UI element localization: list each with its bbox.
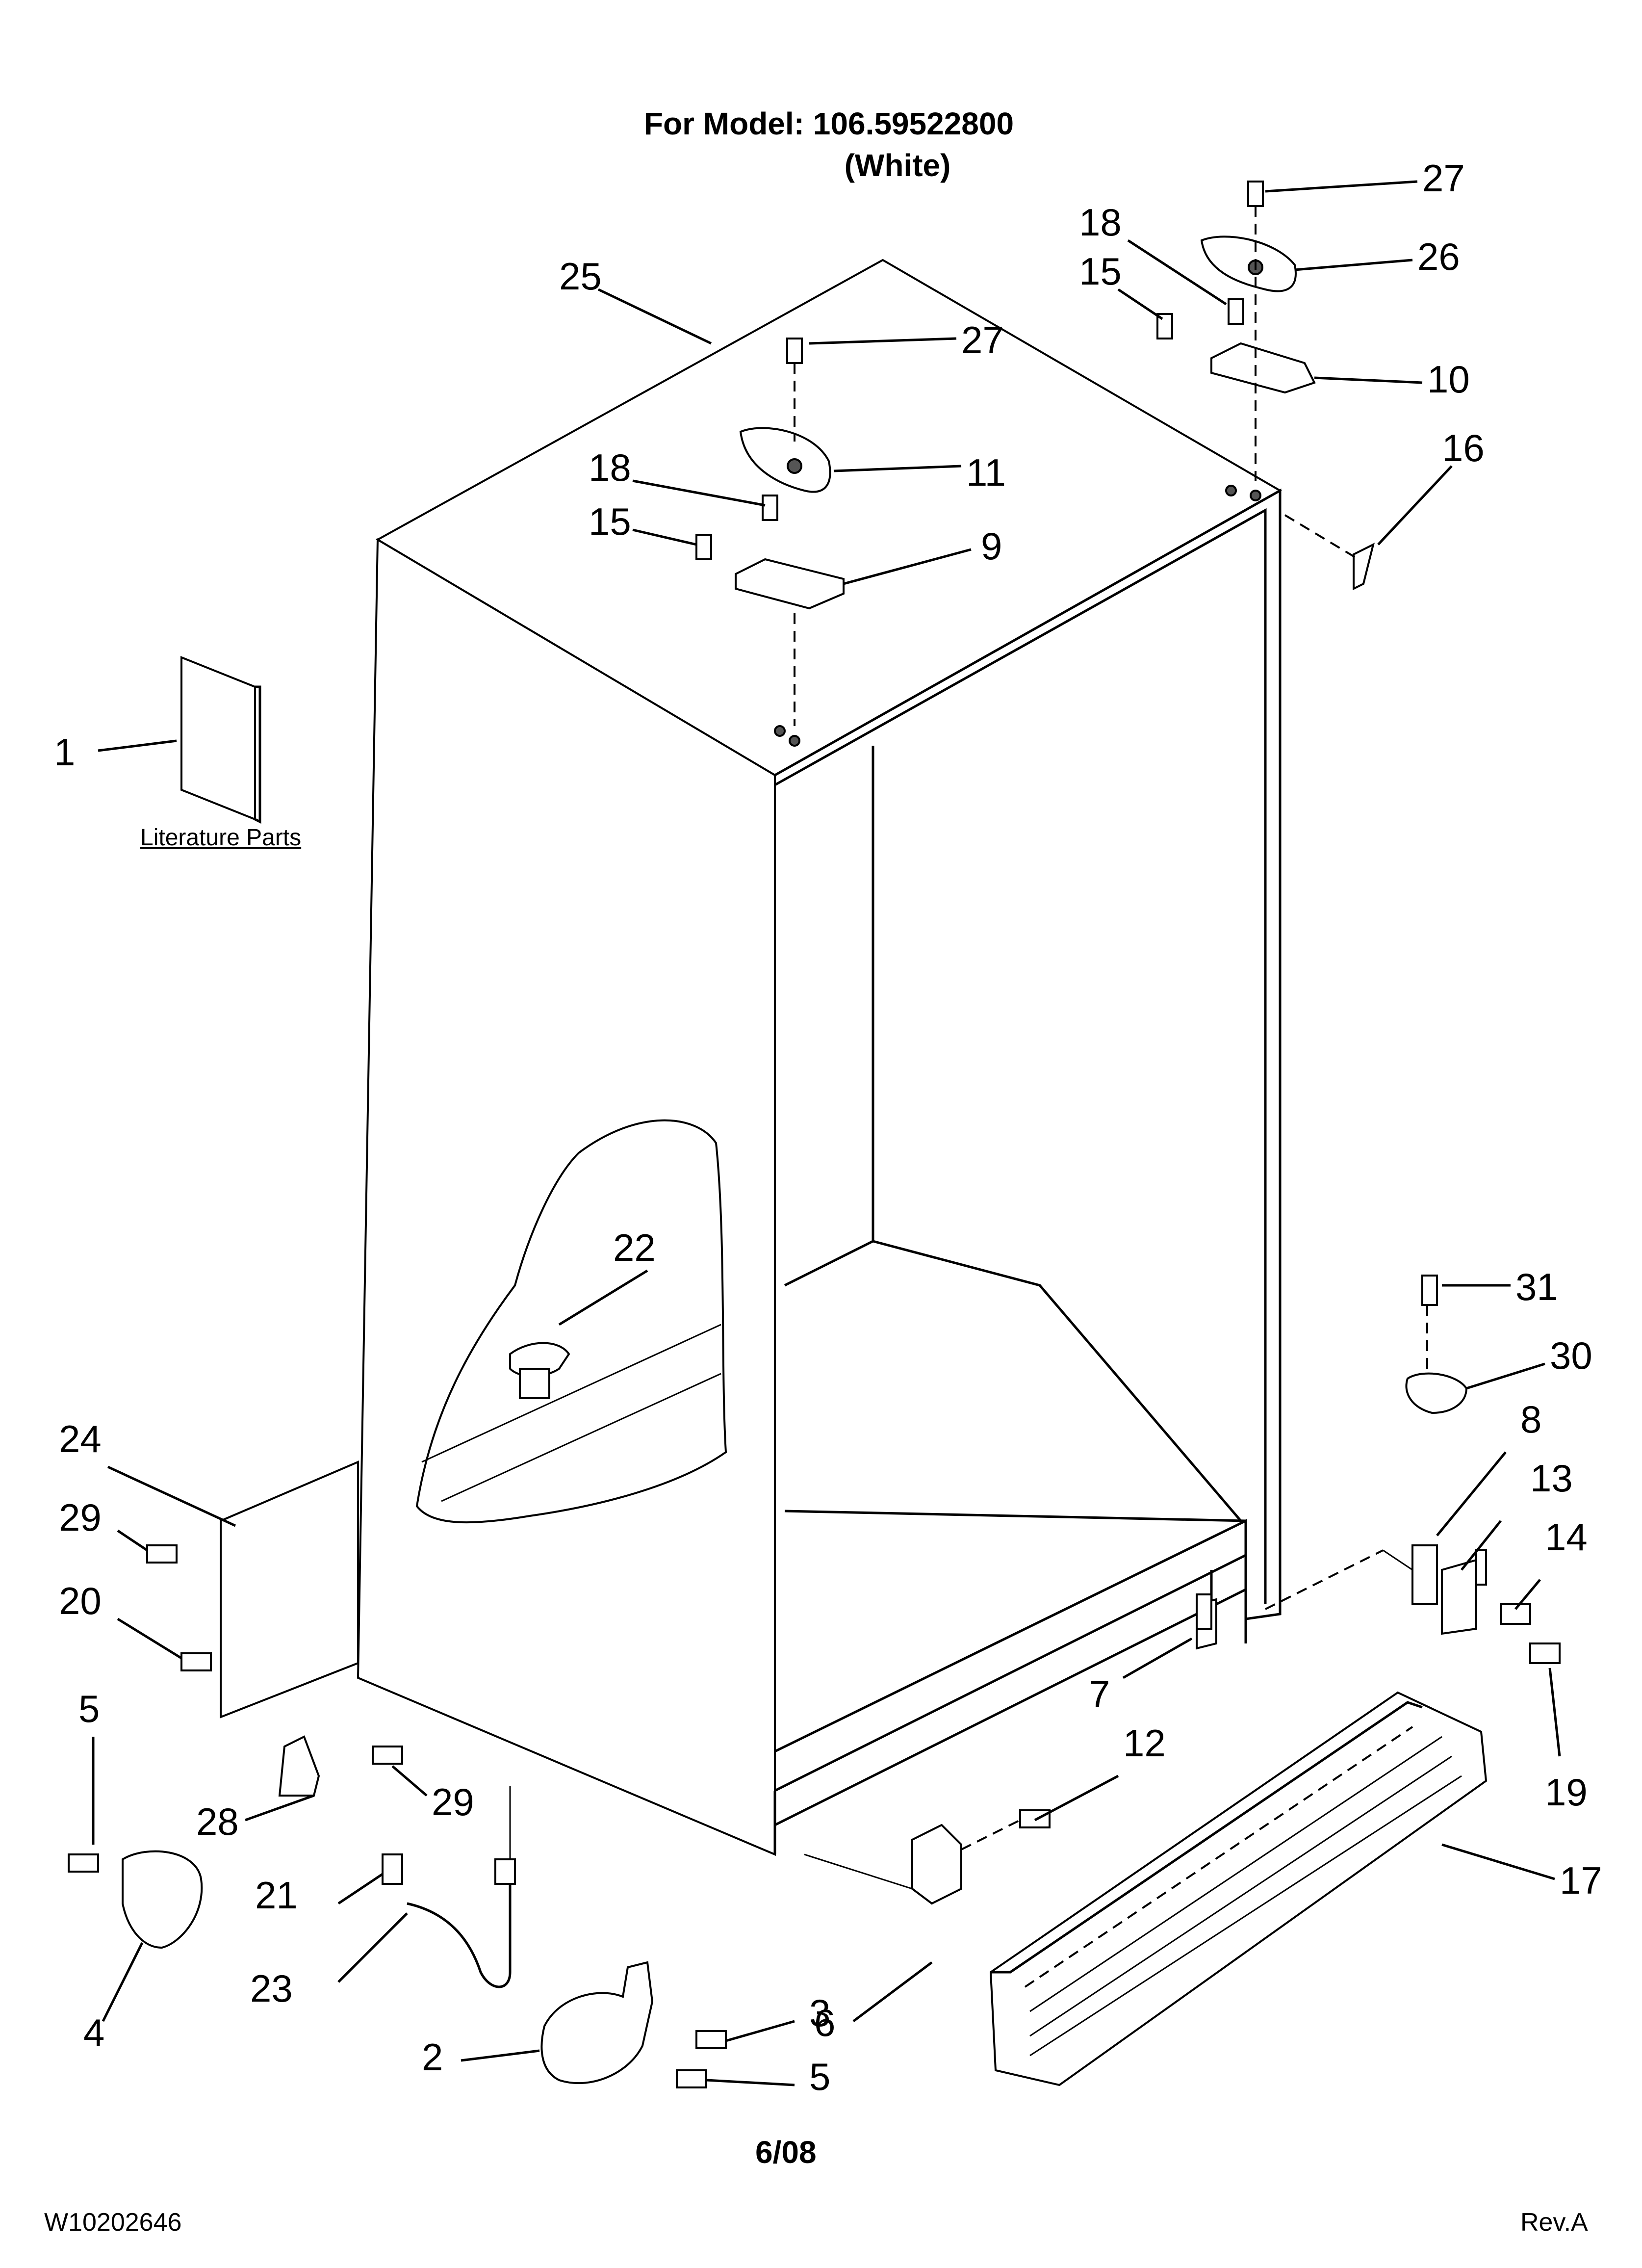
callout-11: 12 (1123, 1721, 1166, 1765)
callout-12: 11 (966, 451, 1006, 494)
callout-25: 25 (559, 255, 602, 298)
callout-22: 22 (613, 1226, 656, 1269)
callout-13: 13 (1530, 1457, 1573, 1500)
callout-8: 8 (1520, 1398, 1541, 1441)
left-top-hinge (695, 338, 845, 747)
right-bottom-brackets (1196, 1275, 1561, 1664)
literature-booklet (180, 656, 261, 824)
callout-15b: 15 (1079, 250, 1122, 293)
callout-27a: 27 (961, 318, 1004, 362)
callout-10: 10 (1427, 358, 1470, 401)
callout-21: 21 (255, 1874, 298, 1917)
model-title: For Model: 106.59522800 (643, 106, 1014, 141)
leader-lines (92, 180, 1561, 2086)
toe-grille (989, 1691, 1488, 2086)
color-subtitle: (White) (844, 148, 951, 183)
callout-17: 17 (1560, 1859, 1602, 1902)
literature-parts-label: Literature Parts (140, 825, 302, 851)
callout-5b: 5 (809, 2055, 830, 2098)
revision: Rev.A (1520, 2208, 1588, 2237)
callout-2: 2 (422, 2035, 443, 2079)
callout-20: 20 (59, 1579, 102, 1622)
callout-15a: 15 (589, 500, 631, 543)
callout-1: 1 (54, 730, 75, 774)
callout-19: 19 (1545, 1771, 1588, 1814)
callout-29b: 29 (432, 1780, 474, 1824)
callout-labels: 25 27 11 18 15 9 27 26 18 15 10 16 1 22 … (54, 156, 1602, 2098)
callout-29a: 29 (59, 1496, 102, 1539)
bottom-left-parts (68, 1342, 1212, 2088)
callout-16: 16 (1442, 426, 1485, 469)
callout-18b: 18 (1079, 201, 1122, 244)
doc-number: W10202646 (44, 2208, 182, 2237)
callout-31: 31 (1515, 1265, 1558, 1308)
callout-9: 9 (981, 524, 1002, 568)
cabinet (357, 259, 1283, 1856)
callout-3: 3 (809, 1991, 830, 2034)
callout-24: 24 (59, 1417, 102, 1460)
callout-18a: 18 (589, 446, 631, 489)
page-date: 6/08 (755, 2135, 817, 2170)
callout-27b: 27 (1422, 156, 1465, 200)
callout-6: 6 (814, 2001, 835, 2044)
callout-7: 7 (1089, 1672, 1110, 1716)
callout-28: 28 (196, 1800, 239, 1843)
callout-26: 26 (1417, 235, 1460, 278)
callout-4: 4 (83, 2011, 104, 2054)
callout-30: 30 (1550, 1334, 1592, 1377)
callout-14: 14 (1545, 1515, 1588, 1559)
cutaway-view (415, 1119, 727, 1524)
right-top-hinge (1156, 181, 1375, 591)
callout-23: 23 (250, 1967, 293, 2010)
callout-5a: 5 (78, 1687, 100, 1730)
